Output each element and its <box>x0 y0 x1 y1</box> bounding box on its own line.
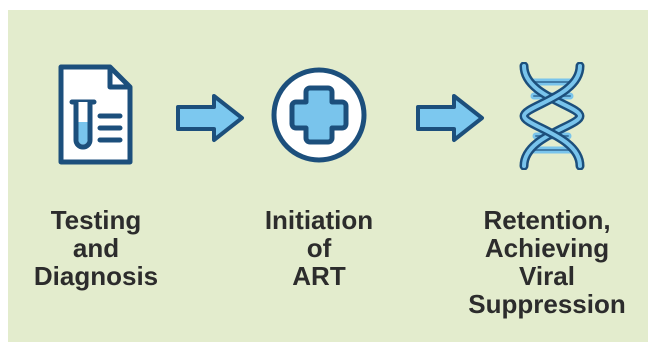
step-label-retention-viral-suppression: Retention, Achieving Viral Suppression <box>462 206 632 318</box>
step-label-line: Diagnosis <box>33 261 159 291</box>
step-label-line: ART <box>292 261 346 291</box>
step-label-line: and <box>72 233 120 263</box>
step-label-initiation-of-art: Initiation of ART <box>244 206 394 290</box>
step-label-testing-and-diagnosis: Testing and Diagnosis <box>20 206 172 290</box>
step-label-line: Initiation <box>264 205 374 235</box>
step-label-line: Viral <box>519 261 575 291</box>
step-label-line: of <box>306 233 332 263</box>
step-label-line: Testing <box>50 205 142 235</box>
diagram-panel <box>8 10 648 342</box>
arrow-right-icon <box>174 92 246 144</box>
medical-cross-icon <box>270 66 368 164</box>
arrow-right-icon <box>414 92 486 144</box>
step-label-line: Achieving <box>484 233 610 263</box>
dna-helix-icon <box>514 62 590 170</box>
test-tube-document-icon <box>58 64 134 166</box>
step-label-line: Retention, <box>483 205 611 235</box>
step-label-line: Suppression <box>468 289 626 319</box>
